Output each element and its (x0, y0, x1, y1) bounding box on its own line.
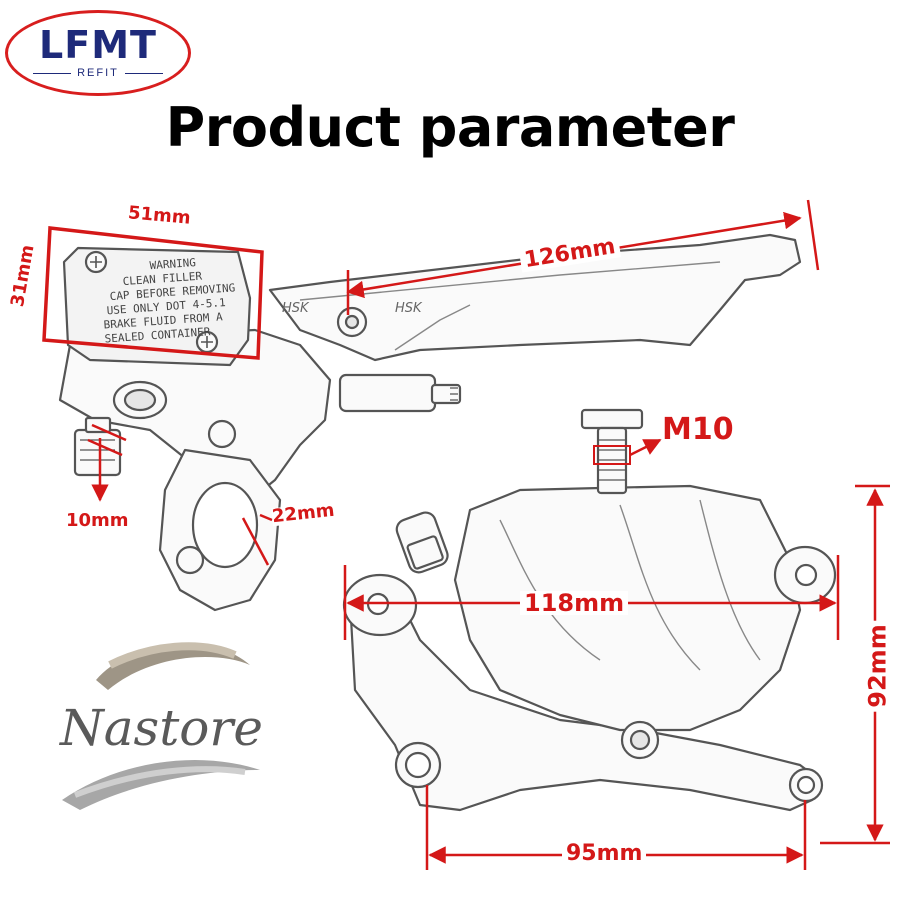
watermark-text: Nastore (59, 699, 263, 757)
reservoir-warning-text: WARNING CLEAN FILLER CAP BEFORE REMOVING… (103, 256, 235, 346)
logo-brand-text: LFMT (39, 23, 157, 67)
brand-logo: LFMT REFIT (5, 10, 191, 96)
page-title: Product parameter (165, 96, 735, 159)
dim-caliper-width: 118mm (520, 591, 629, 615)
dim-caliper-mount: 95mm (562, 843, 647, 865)
dim-caliper-height: 92mm (864, 620, 892, 712)
dim-banjo-bolt: 10mm (66, 510, 129, 531)
lever-marking-2: HSK (395, 301, 423, 316)
dim-caliper-bolt: M10 (662, 412, 734, 447)
nastore-watermark: Nastore (59, 642, 263, 810)
logo-tagline: REFIT (8, 67, 188, 79)
reservoir-line-2: CLEAN FILLER (122, 270, 203, 289)
reservoir-line-1: WARNING (149, 256, 196, 272)
lever-marking-1: HSK (282, 301, 310, 316)
reservoir-frame (42, 226, 264, 360)
